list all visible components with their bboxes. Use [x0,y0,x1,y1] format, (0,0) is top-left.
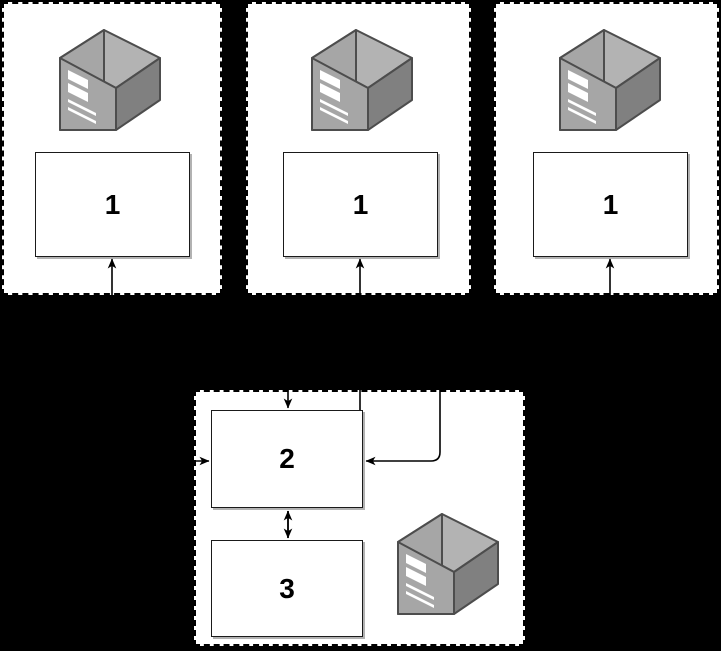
node-box-1-left[interactable]: 1 [35,152,190,257]
node-label: 1 [602,188,619,220]
node-label: 1 [104,188,121,220]
node-box-1-center[interactable]: 1 [283,152,438,257]
server-icon-top-right [559,29,661,131]
server-icon-top-left [59,29,161,131]
node-label: 2 [279,443,295,474]
node-label: 3 [279,572,295,604]
server-icon-bottom [397,513,499,615]
node-label: 1 [352,188,369,220]
node-box-3[interactable]: 3 [211,540,363,637]
server-icon-top-center [311,29,413,131]
node-box-1-right[interactable]: 1 [533,152,688,257]
node-box-2[interactable]: 2 [211,410,363,508]
